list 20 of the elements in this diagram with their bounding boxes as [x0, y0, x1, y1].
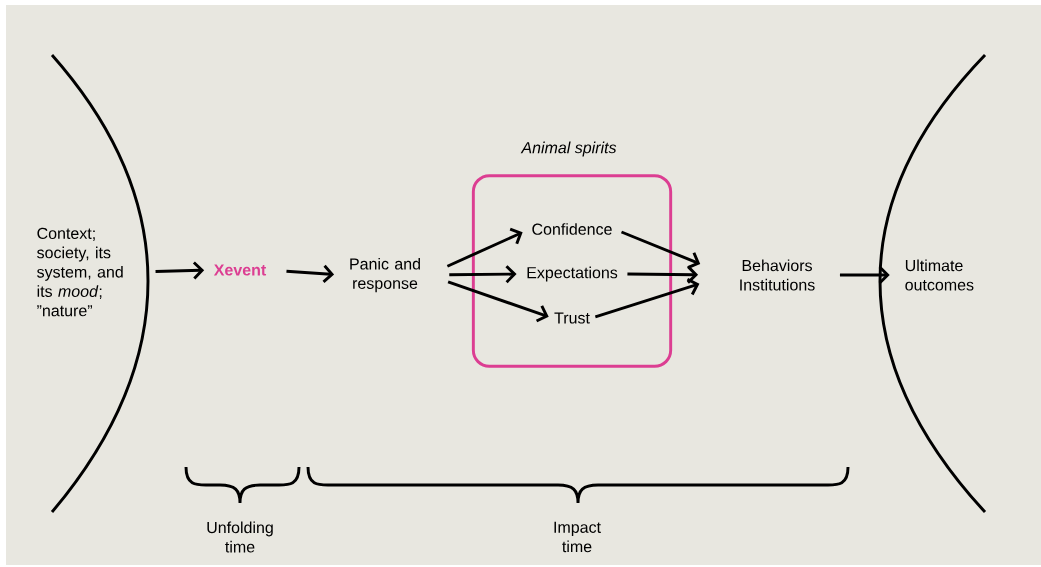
- node-text: Ultimate outcomes: [905, 259, 974, 291]
- brace-label: Unfolding time: [207, 521, 273, 553]
- arrow: [627, 265, 699, 284]
- arrow: [155, 261, 205, 280]
- node-text: Expectations: [527, 266, 618, 282]
- node-text: Confidence: [532, 223, 612, 235]
- context-text: Context; society, its system, and its mood; ”nature”: [37, 227, 123, 317]
- node-text: Behaviors Institutions: [740, 259, 815, 291]
- node-text: Trust: [554, 312, 590, 324]
- node-text: Panic and response: [350, 257, 420, 293]
- arrow: [286, 264, 335, 283]
- box-heading: Animal spirits: [520, 141, 617, 157]
- arrow: [446, 227, 523, 268]
- arrow: [839, 265, 890, 285]
- arrow: [620, 230, 701, 269]
- event-label: Xevent: [213, 264, 267, 276]
- arrow: [594, 277, 700, 319]
- brace-label: Impact time: [554, 521, 601, 553]
- arrow: [449, 265, 517, 284]
- arrow: [447, 280, 549, 323]
